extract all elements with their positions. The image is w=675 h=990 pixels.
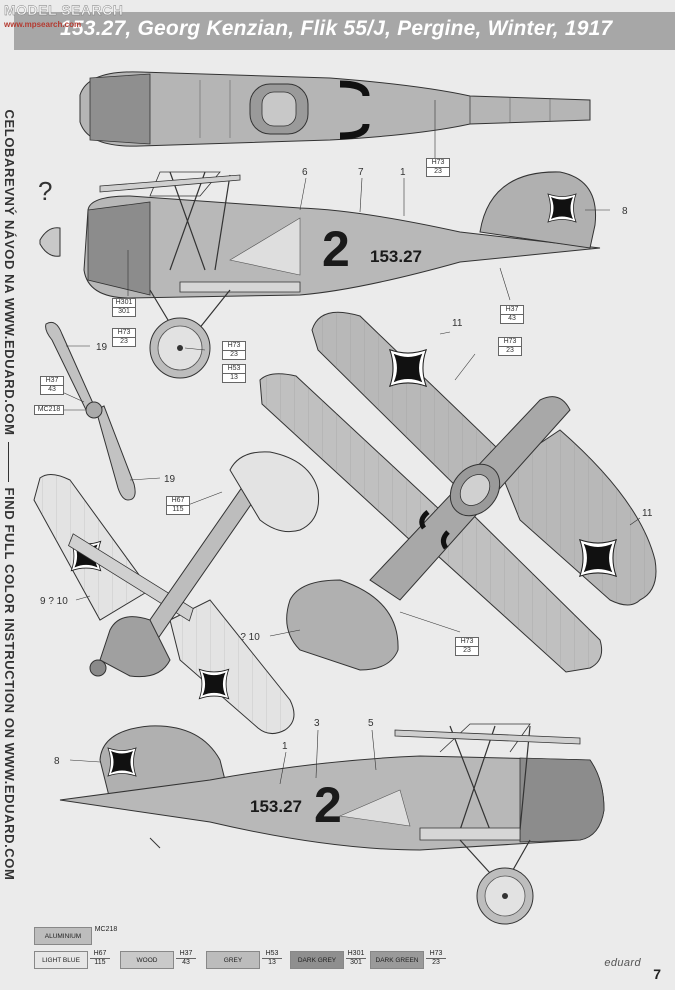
title-bar <box>14 12 675 50</box>
watermark-url: www.mpsearch.com <box>4 20 82 29</box>
fuselage-top-view <box>79 71 591 147</box>
callout-9-10-right: 9 ? 10 <box>232 632 260 643</box>
legend-wood-label: WOOD <box>136 956 158 964</box>
propeller: 19 19 <box>45 321 176 501</box>
brand-logo: eduard <box>604 957 641 969</box>
legend-light-blue-label: LIGHT BLUE <box>42 956 80 964</box>
page-title: 153.27, Georg Kenzian, Flik 55/J, Pergin… <box>60 17 613 40</box>
legend-aluminium-code: MC218 <box>94 926 118 933</box>
question-mark: ? <box>38 176 52 206</box>
legend-grey-label: GREY <box>223 956 243 964</box>
side-number-left: 2 <box>314 777 342 833</box>
callout-3: 3 <box>314 718 320 729</box>
code-mc218-propeller: MC218 <box>34 405 64 415</box>
callout-9-10-left: 9 ? 10 <box>40 596 68 607</box>
legend-dark-green-label: DARK GREEN <box>375 956 419 964</box>
side-number-right: 2 <box>322 221 350 277</box>
left-side-view: 2 153.27 8 1 3 5 <box>54 718 605 925</box>
callout-8-bottom: 8 <box>54 756 60 767</box>
callout-11-right: 11 <box>642 508 653 519</box>
callout-6: 6 <box>302 167 308 178</box>
right-side-view: ? 2 153.27 6 7 1 <box>38 100 628 379</box>
callout-8-top: 8 <box>622 206 628 217</box>
callout-5: 5 <box>368 718 374 729</box>
page-number: 7 <box>653 966 661 982</box>
legend-aluminium: ALUMINIUM MC218 <box>34 926 164 945</box>
callout-19-top: 19 <box>96 342 108 353</box>
callout-1-bottom: 1 <box>282 741 288 752</box>
callout-1-top: 1 <box>400 167 406 178</box>
callout-7: 7 <box>358 167 364 178</box>
legend-dark-grey-label: DARK GREY <box>297 956 337 964</box>
serial-left: 153.27 <box>250 797 302 816</box>
legend-aluminium-label: ALUMINIUM <box>44 932 82 940</box>
lower-surface-view: 9 ? 10 <box>33 451 320 734</box>
serial-right: 153.27 <box>370 247 422 266</box>
upper-surface-view: 11 11 9 ? 10 <box>232 311 657 673</box>
callout-19-bottom: 19 <box>164 474 176 485</box>
watermark-logo: MODEL SEARCH <box>4 2 124 18</box>
callout-11-top: 11 <box>452 318 463 329</box>
